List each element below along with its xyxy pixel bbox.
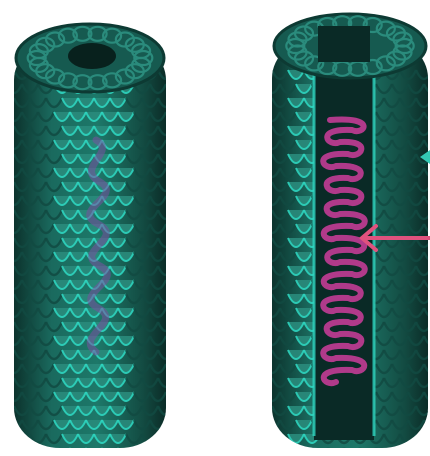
central-channel [68,43,116,69]
cut-opening [318,26,370,62]
intact-virion [0,24,190,456]
cutaway-virion [256,14,430,456]
